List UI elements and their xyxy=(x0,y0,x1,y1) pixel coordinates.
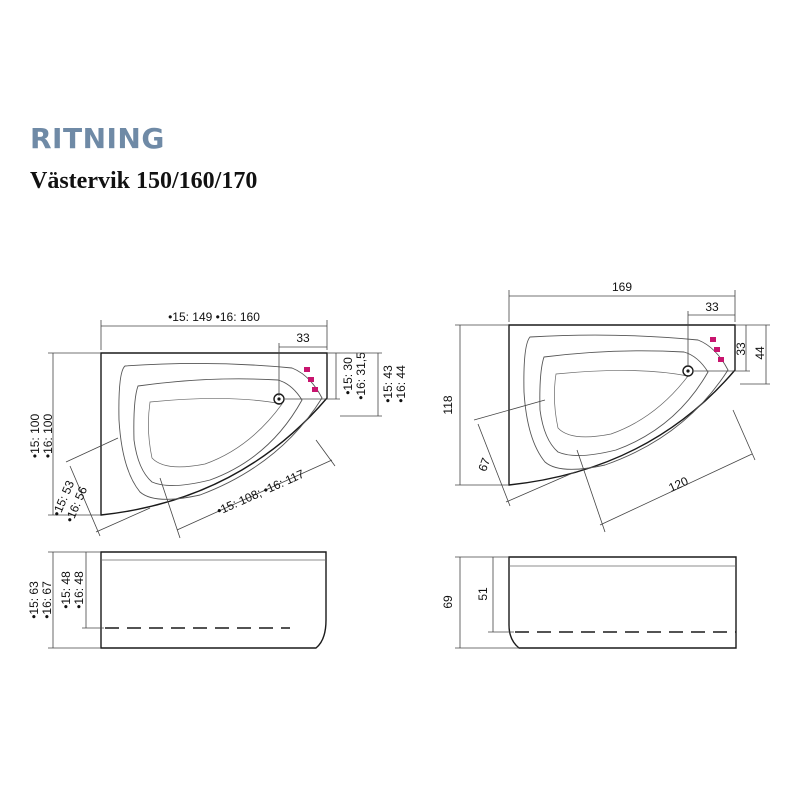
left-side-view: •15: 63 •16: 67 •15: 48 •16: 48 xyxy=(27,551,327,649)
left-width-label: •15: 149 •16: 160 xyxy=(168,310,260,324)
right-tub-outline xyxy=(508,324,736,486)
right-drain-x: 33 xyxy=(734,342,748,356)
page-title: RITNING xyxy=(30,122,165,155)
right-tub-basin-floor xyxy=(554,370,689,438)
left-side-inner-2: •16: 48 xyxy=(72,571,86,609)
page-subtitle: Västervik 150/160/170 xyxy=(30,168,258,194)
left-drain-x-2: •16: 31,5 xyxy=(354,352,368,400)
left-drain-x-1: •15: 30 xyxy=(341,357,355,395)
left-drain-y-1: •15: 43 xyxy=(381,365,395,403)
right-jet-markers xyxy=(710,337,724,362)
left-plan-view: •15: 149 •16: 160 33 •15: 100 •16: 100 •… xyxy=(28,310,408,539)
right-side-outline xyxy=(508,556,737,649)
right-length-label: 120 xyxy=(666,474,690,495)
right-diag-label: 67 xyxy=(475,456,493,474)
right-tub-rim xyxy=(523,334,729,470)
right-depth-label: 118 xyxy=(441,395,455,414)
left-side-inner-1: •15: 48 xyxy=(59,571,73,609)
right-side-inner: 51 xyxy=(476,587,490,601)
right-side-height: 69 xyxy=(441,595,455,609)
right-tub-basin xyxy=(539,350,709,456)
left-side-height-2: •16: 67 xyxy=(40,581,54,619)
right-plan-view: 169 33 118 33 44 67 120 xyxy=(441,280,770,533)
left-jet-markers xyxy=(304,367,318,392)
right-side-view: 69 51 xyxy=(441,556,737,649)
left-depth-label-1: •15: 100 xyxy=(28,414,42,459)
left-tub-basin xyxy=(133,378,303,486)
left-length-label: •15: 108; •16: 117 xyxy=(214,467,306,518)
left-depth-label-2: •16: 100 xyxy=(41,414,55,459)
left-offset-33: 33 xyxy=(296,331,310,345)
left-tub-rim xyxy=(118,362,323,500)
left-side-height-1: •15: 63 xyxy=(27,581,41,619)
left-tub-outline xyxy=(100,352,328,516)
right-offset-33: 33 xyxy=(705,300,719,314)
right-drain-y: 44 xyxy=(753,346,767,360)
right-width-label: 169 xyxy=(612,280,632,294)
left-tub-basin-floor xyxy=(148,398,283,468)
left-drain-y-2: •16: 44 xyxy=(394,365,408,403)
left-side-outline xyxy=(100,551,327,649)
